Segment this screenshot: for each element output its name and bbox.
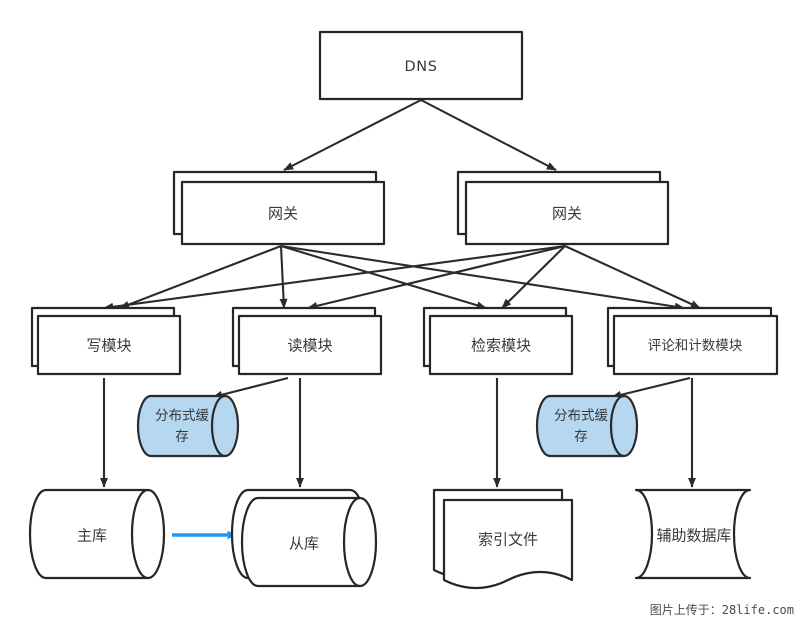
search-module-box — [428, 314, 574, 376]
node-read-module[interactable]: 读模块 — [231, 306, 383, 376]
edge-gwleft-to-write — [119, 245, 282, 309]
edge-comment-to-cache-right — [611, 376, 691, 399]
edge-dns-to-gateway-right — [420, 99, 557, 171]
node-cache-right[interactable]: 分布式缓 存 — [535, 394, 639, 458]
edge-gwright-to-comment — [564, 245, 701, 309]
node-dns[interactable]: DNS — [318, 30, 524, 101]
node-search-module[interactable]: 检索模块 — [422, 306, 574, 376]
edge-gwright-to-read — [307, 244, 566, 310]
read-module-label: 读模块 — [287, 337, 332, 355]
cache-right-label-line1: 分布式缓 — [554, 408, 608, 424]
node-gateway-left[interactable]: 网关 — [172, 170, 386, 246]
node-index-file[interactable]: 索引文件 — [432, 488, 574, 590]
cache-left-cap — [210, 394, 226, 458]
cache-right-cap — [609, 394, 625, 458]
master-db-label: 主库 — [77, 527, 107, 545]
index-file-body — [442, 498, 574, 590]
watermark-text: 图片上传于：28life.com — [649, 603, 794, 617]
gateway-left-box — [180, 180, 386, 246]
edge-gwright-to-search — [501, 245, 566, 309]
slave-db-label: 从库 — [289, 535, 319, 553]
node-write-module[interactable]: 写模块 — [30, 306, 182, 376]
edge-dns-to-gateway-left — [283, 99, 422, 171]
edge-layer — [100, 99, 701, 540]
node-comment-module[interactable]: 评论和计数模块 — [606, 306, 779, 376]
node-cache-left[interactable]: 分布式缓 存 — [136, 394, 240, 458]
write-module-box — [36, 314, 182, 376]
cache-left-body — [136, 394, 240, 458]
comment-module-label: 评论和计数模块 — [648, 338, 743, 354]
cache-right-body — [535, 394, 639, 458]
dns-box — [318, 30, 524, 101]
edge-read-to-cache-left — [212, 376, 289, 399]
node-master-db[interactable]: 主库 — [28, 488, 166, 580]
slave-db-cap — [342, 496, 361, 588]
edge-gwleft-to-read — [279, 245, 288, 309]
gateway-left-label: 网关 — [268, 205, 298, 223]
node-gateway-right[interactable]: 网关 — [456, 170, 670, 246]
dns-label: DNS — [404, 59, 437, 75]
edge-gwleft-to-comment — [280, 244, 685, 311]
node-slave-db[interactable]: 从库 — [230, 488, 378, 588]
write-module-label: 写模块 — [86, 337, 131, 355]
gateway-right-label: 网关 — [552, 205, 582, 223]
node-aux-db[interactable]: 辅助数据库 — [634, 488, 752, 580]
cache-right-label-line2: 存 — [574, 429, 588, 445]
comment-module-box — [612, 314, 779, 376]
gateway-right-box — [464, 180, 670, 246]
cache-left-label-line1: 分布式缓 — [155, 408, 209, 424]
cache-left-label-line2: 存 — [175, 429, 189, 445]
edge-gwleft-to-search — [280, 244, 487, 310]
read-module-box — [237, 314, 383, 376]
search-module-label: 检索模块 — [471, 337, 531, 355]
edge-gwright-to-write — [103, 244, 566, 311]
master-db-cap — [130, 488, 149, 580]
index-file-label: 索引文件 — [478, 531, 538, 549]
aux-db-body — [634, 488, 752, 580]
aux-db-label: 辅助数据库 — [656, 527, 731, 545]
